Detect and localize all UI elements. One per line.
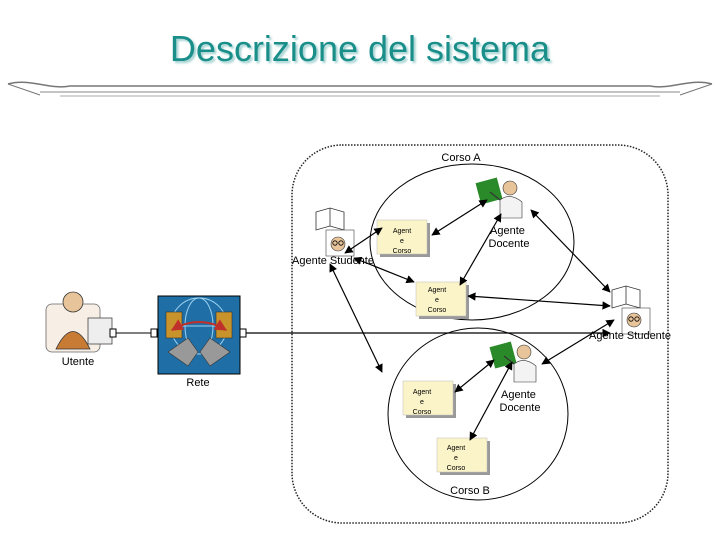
user-icon: [45, 291, 113, 353]
connection-arrows: [238, 199, 615, 441]
svg-text:Agent: Agent: [447, 445, 465, 452]
agent-corso-note-a2: Agent e Corso: [415, 281, 469, 319]
svg-text:Corso: Corso: [447, 465, 466, 472]
utente-label: Utente: [62, 356, 94, 368]
svg-text:e: e: [435, 297, 439, 304]
svg-text:Agent: Agent: [393, 228, 411, 235]
rete-label: Rete: [186, 377, 209, 389]
course-a-label: Corso A: [441, 152, 481, 164]
teacher-a-icon: [475, 177, 523, 219]
agente-studente-b-label: Agente Studente: [589, 330, 671, 342]
teacher-b-icon: [489, 341, 537, 383]
agente-docente-a-label: Agente Docente: [489, 225, 530, 250]
agent-corso-note-a1: Agent e Corso: [376, 219, 430, 257]
network-icon: [157, 295, 241, 375]
title-divider: [7, 81, 713, 97]
student-a-icon: [315, 207, 355, 257]
svg-text:Corso: Corso: [413, 409, 432, 416]
svg-text:Corso: Corso: [428, 307, 447, 314]
agente-docente-b-label: Agente Docente: [500, 389, 541, 414]
svg-text:Agent: Agent: [413, 389, 431, 396]
agent-corso-note-b2: Agent e Corso: [436, 437, 490, 475]
svg-text:Agent: Agent: [428, 287, 446, 294]
student-b-icon: [611, 285, 651, 335]
course-b-label: Corso B: [450, 485, 490, 497]
slide-title: Descrizione del sistema: [169, 28, 551, 69]
system-boundary: [291, 144, 669, 524]
cable-links: [109, 328, 247, 338]
agent-corso-note-b1: Agent e Corso: [402, 380, 456, 418]
svg-text:e: e: [420, 399, 424, 406]
svg-text:e: e: [400, 238, 404, 245]
svg-text:Corso: Corso: [393, 248, 412, 255]
svg-text:e: e: [454, 455, 458, 462]
course-b-ellipse: [387, 327, 569, 501]
